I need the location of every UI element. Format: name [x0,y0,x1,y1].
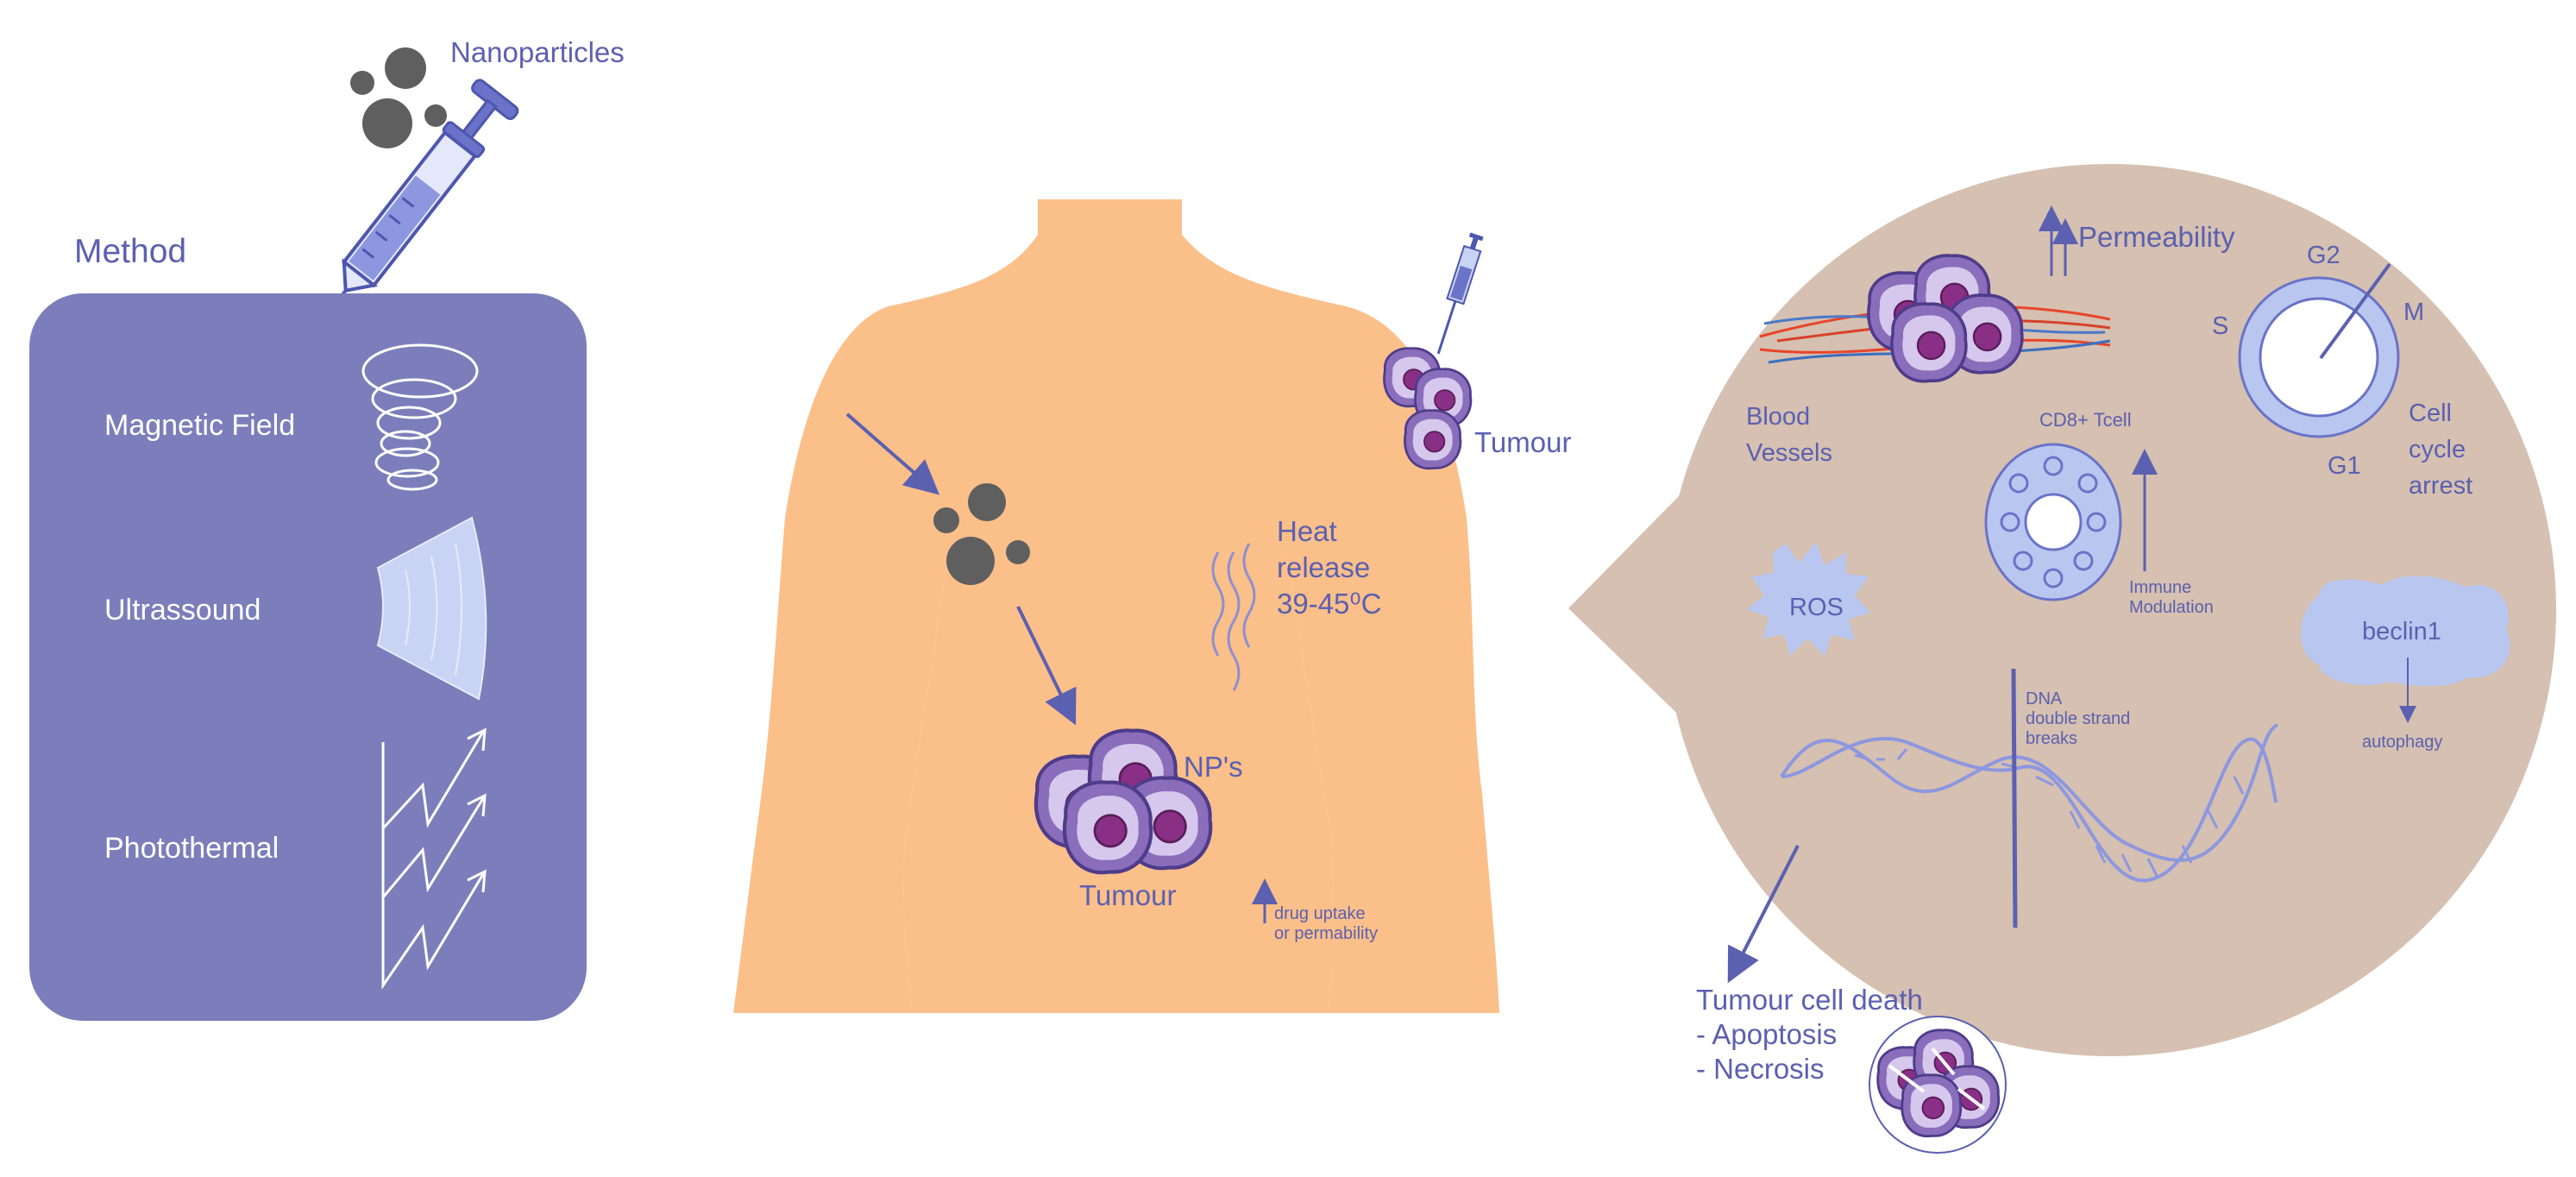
cell-cycle-arrest-label: Cell cycle arrest [2409,395,2472,504]
zigzag-arrows-icon [381,727,487,990]
beclin-label: beclin1 [2362,618,2441,645]
tumour-center-label: Tumour [1079,879,1177,911]
heat-line-2: release [1277,551,1371,583]
dna-breaks-label: DNA double strand breaks [2026,689,2130,749]
cell-cycle-g1-label: G1 [2328,452,2361,480]
dna-line-2: double strand [2026,709,2131,728]
heat-waves-icon [1211,543,1256,691]
permeability-label: Permeability [2078,221,2235,253]
immune-line-1: Immune [2129,578,2192,597]
heat-release-label: Heat release 39-45⁰C [1277,513,1381,622]
nanoparticles-label: Nanoparticles [450,36,625,68]
arrow-to-tumour [1016,606,1077,726]
nanoparticles-body-icon [933,483,1030,585]
method-item-photothermal: Photothermal [104,832,280,865]
blood-vessels-line-1: Blood [1746,403,1811,431]
arrow-into-body [845,412,940,495]
cell-cycle-icon [2238,262,2400,438]
cell-cycle-s-label: S [2212,312,2229,340]
dead-cells-icon [1869,1016,2007,1154]
arrow-to-cell-death [1727,845,1800,984]
death-item-necrosis: - Necrosis [1696,1053,1825,1085]
ros-burst-icon [1747,542,1870,656]
dna-helix-icon [1780,723,2279,883]
cell-cycle-g2-label: G2 [2307,242,2340,269]
arrest-line-2: cycle [2409,436,2466,463]
method-title: Method [74,233,187,270]
cd8-tcell-icon [1984,443,2122,601]
nps-label: NP's [1184,751,1243,783]
method-panel [29,293,587,1021]
death-item-apoptosis: - Apoptosis [1696,1018,1838,1050]
heat-line-1: Heat [1277,515,1337,547]
nanoparticles-cluster-icon [350,47,447,148]
drug-uptake-line-2: or permability [1274,924,1379,943]
heat-line-3: 39-45⁰C [1277,588,1382,620]
spiral-icon [361,343,479,491]
dna-line-1: DNA [2026,689,2063,708]
immune-line-2: Modulation [2129,598,2214,617]
method-item-magnetic-field: Magnetic Field [104,409,296,442]
cd8-label: CD8+ Tcell [2039,409,2132,431]
blood-vessels-line-2: Vessels [1746,439,1832,467]
cell-cycle-m-label: M [2403,299,2425,326]
blood-vessels-label: Blood Vessels [1746,399,1832,471]
arrest-line-3: arrest [2409,472,2473,500]
tumour-cell-death-title: Tumour cell death [1696,984,1923,1016]
ultrasound-fan-icon [376,516,487,701]
dna-line-3: breaks [2026,729,2078,748]
autophagy-label: autophagy [2362,733,2443,752]
method-item-ultrasound: Ultrassound [104,594,261,626]
small-syringe-icon [1436,232,1484,355]
tumour-shoulder-label: Tumour [1474,426,1572,458]
torso-silhouette [733,199,1499,1013]
drug-uptake-label: drug uptake or permability [1274,904,1378,944]
drug-uptake-line-1: drug uptake [1274,904,1366,923]
arrest-line-1: Cell [2409,400,2452,427]
dna-break-line [2011,668,2018,928]
syringe-icon [278,79,519,377]
beclin-cloud-icon [2301,576,2510,686]
ros-label: ROS [1789,594,1844,621]
immune-modulation-label: Immune Modulation [2129,578,2214,618]
